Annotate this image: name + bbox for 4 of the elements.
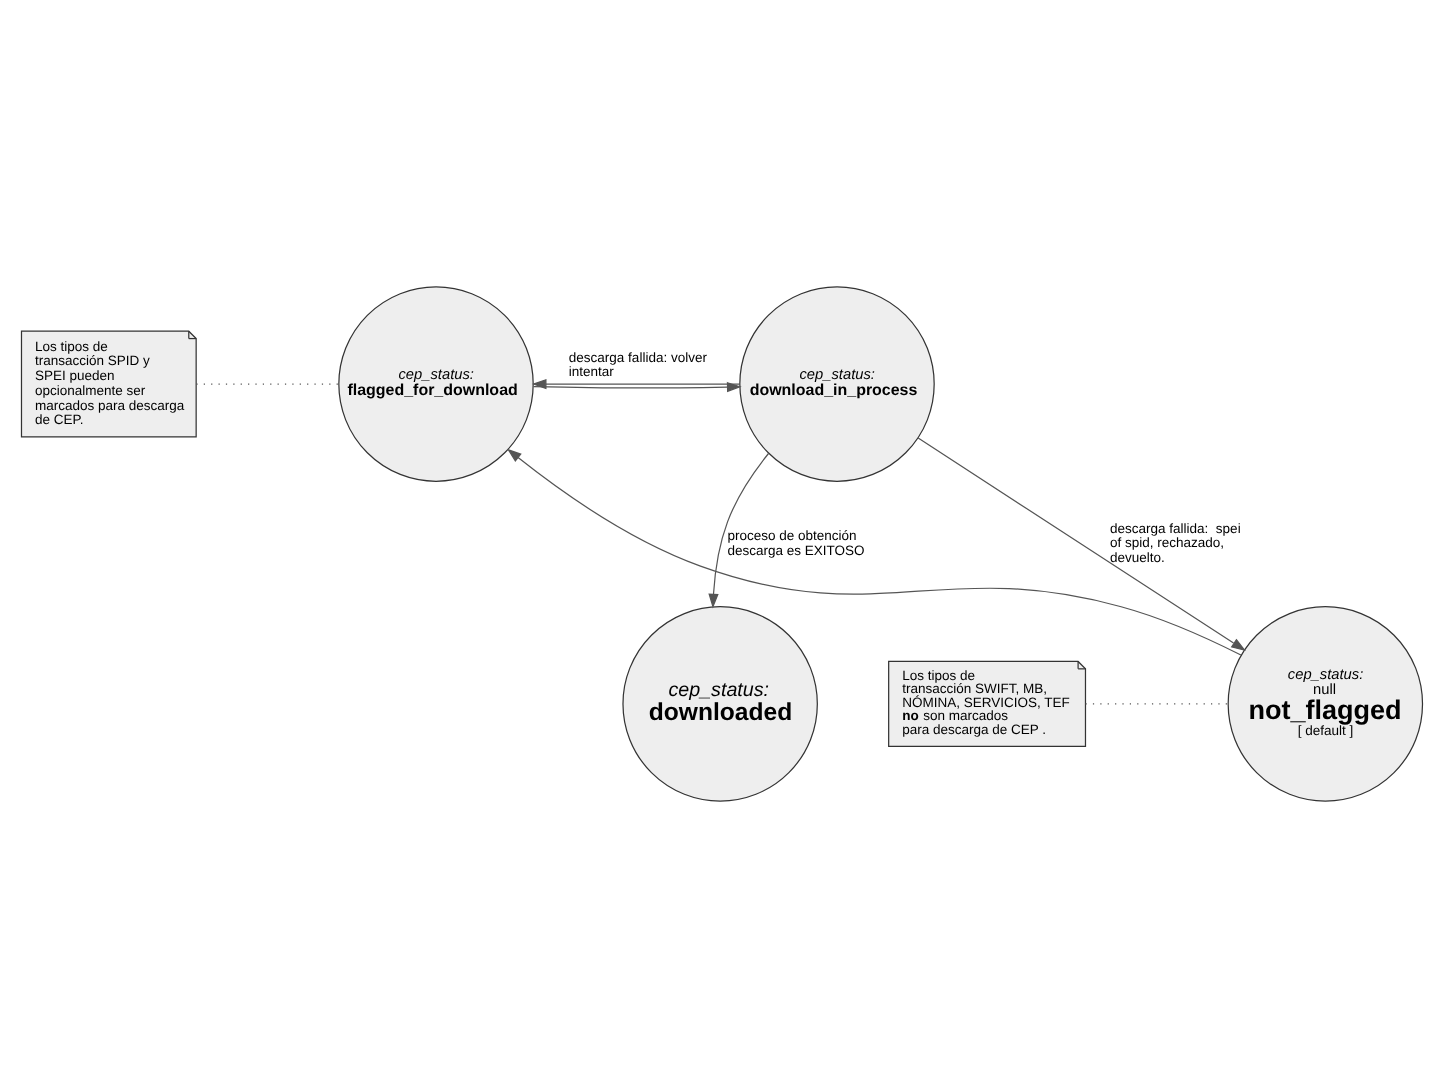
arrow bbox=[507, 448, 1242, 656]
arrow bbox=[917, 437, 1246, 652]
arrow bbox=[708, 452, 770, 609]
node-circle: cep_status: downloaded bbox=[622, 606, 818, 802]
